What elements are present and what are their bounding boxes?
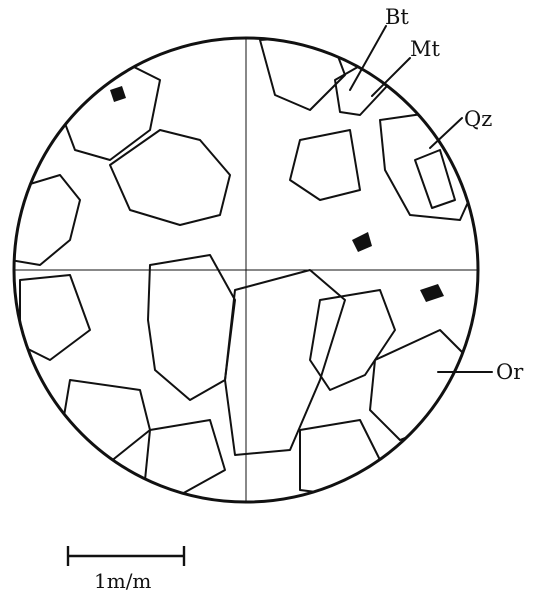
grain-feldspar-center: [225, 270, 345, 455]
grain-dotted-right: [290, 130, 360, 200]
opaque-inclusion-3: [420, 284, 444, 302]
grain-dashed-fabric: [148, 255, 235, 400]
label-or: Or: [496, 360, 524, 384]
label-bt: Bt: [385, 5, 409, 29]
scale-bar: 1m/m: [68, 546, 184, 593]
opaque-inclusion-1: [352, 232, 372, 252]
label-mt: Mt: [410, 37, 441, 61]
label-qz: Qz: [464, 107, 492, 131]
grain-dotted-left: [20, 275, 90, 360]
grain-upper-left: [60, 60, 160, 160]
orthoclase-grain: [310, 290, 395, 390]
grain-upper-center: [110, 130, 230, 225]
opaque-inclusion-2: [110, 86, 126, 102]
grain-dotted-bottom: [300, 420, 380, 495]
scale-bar-label: 1m/m: [94, 569, 151, 593]
